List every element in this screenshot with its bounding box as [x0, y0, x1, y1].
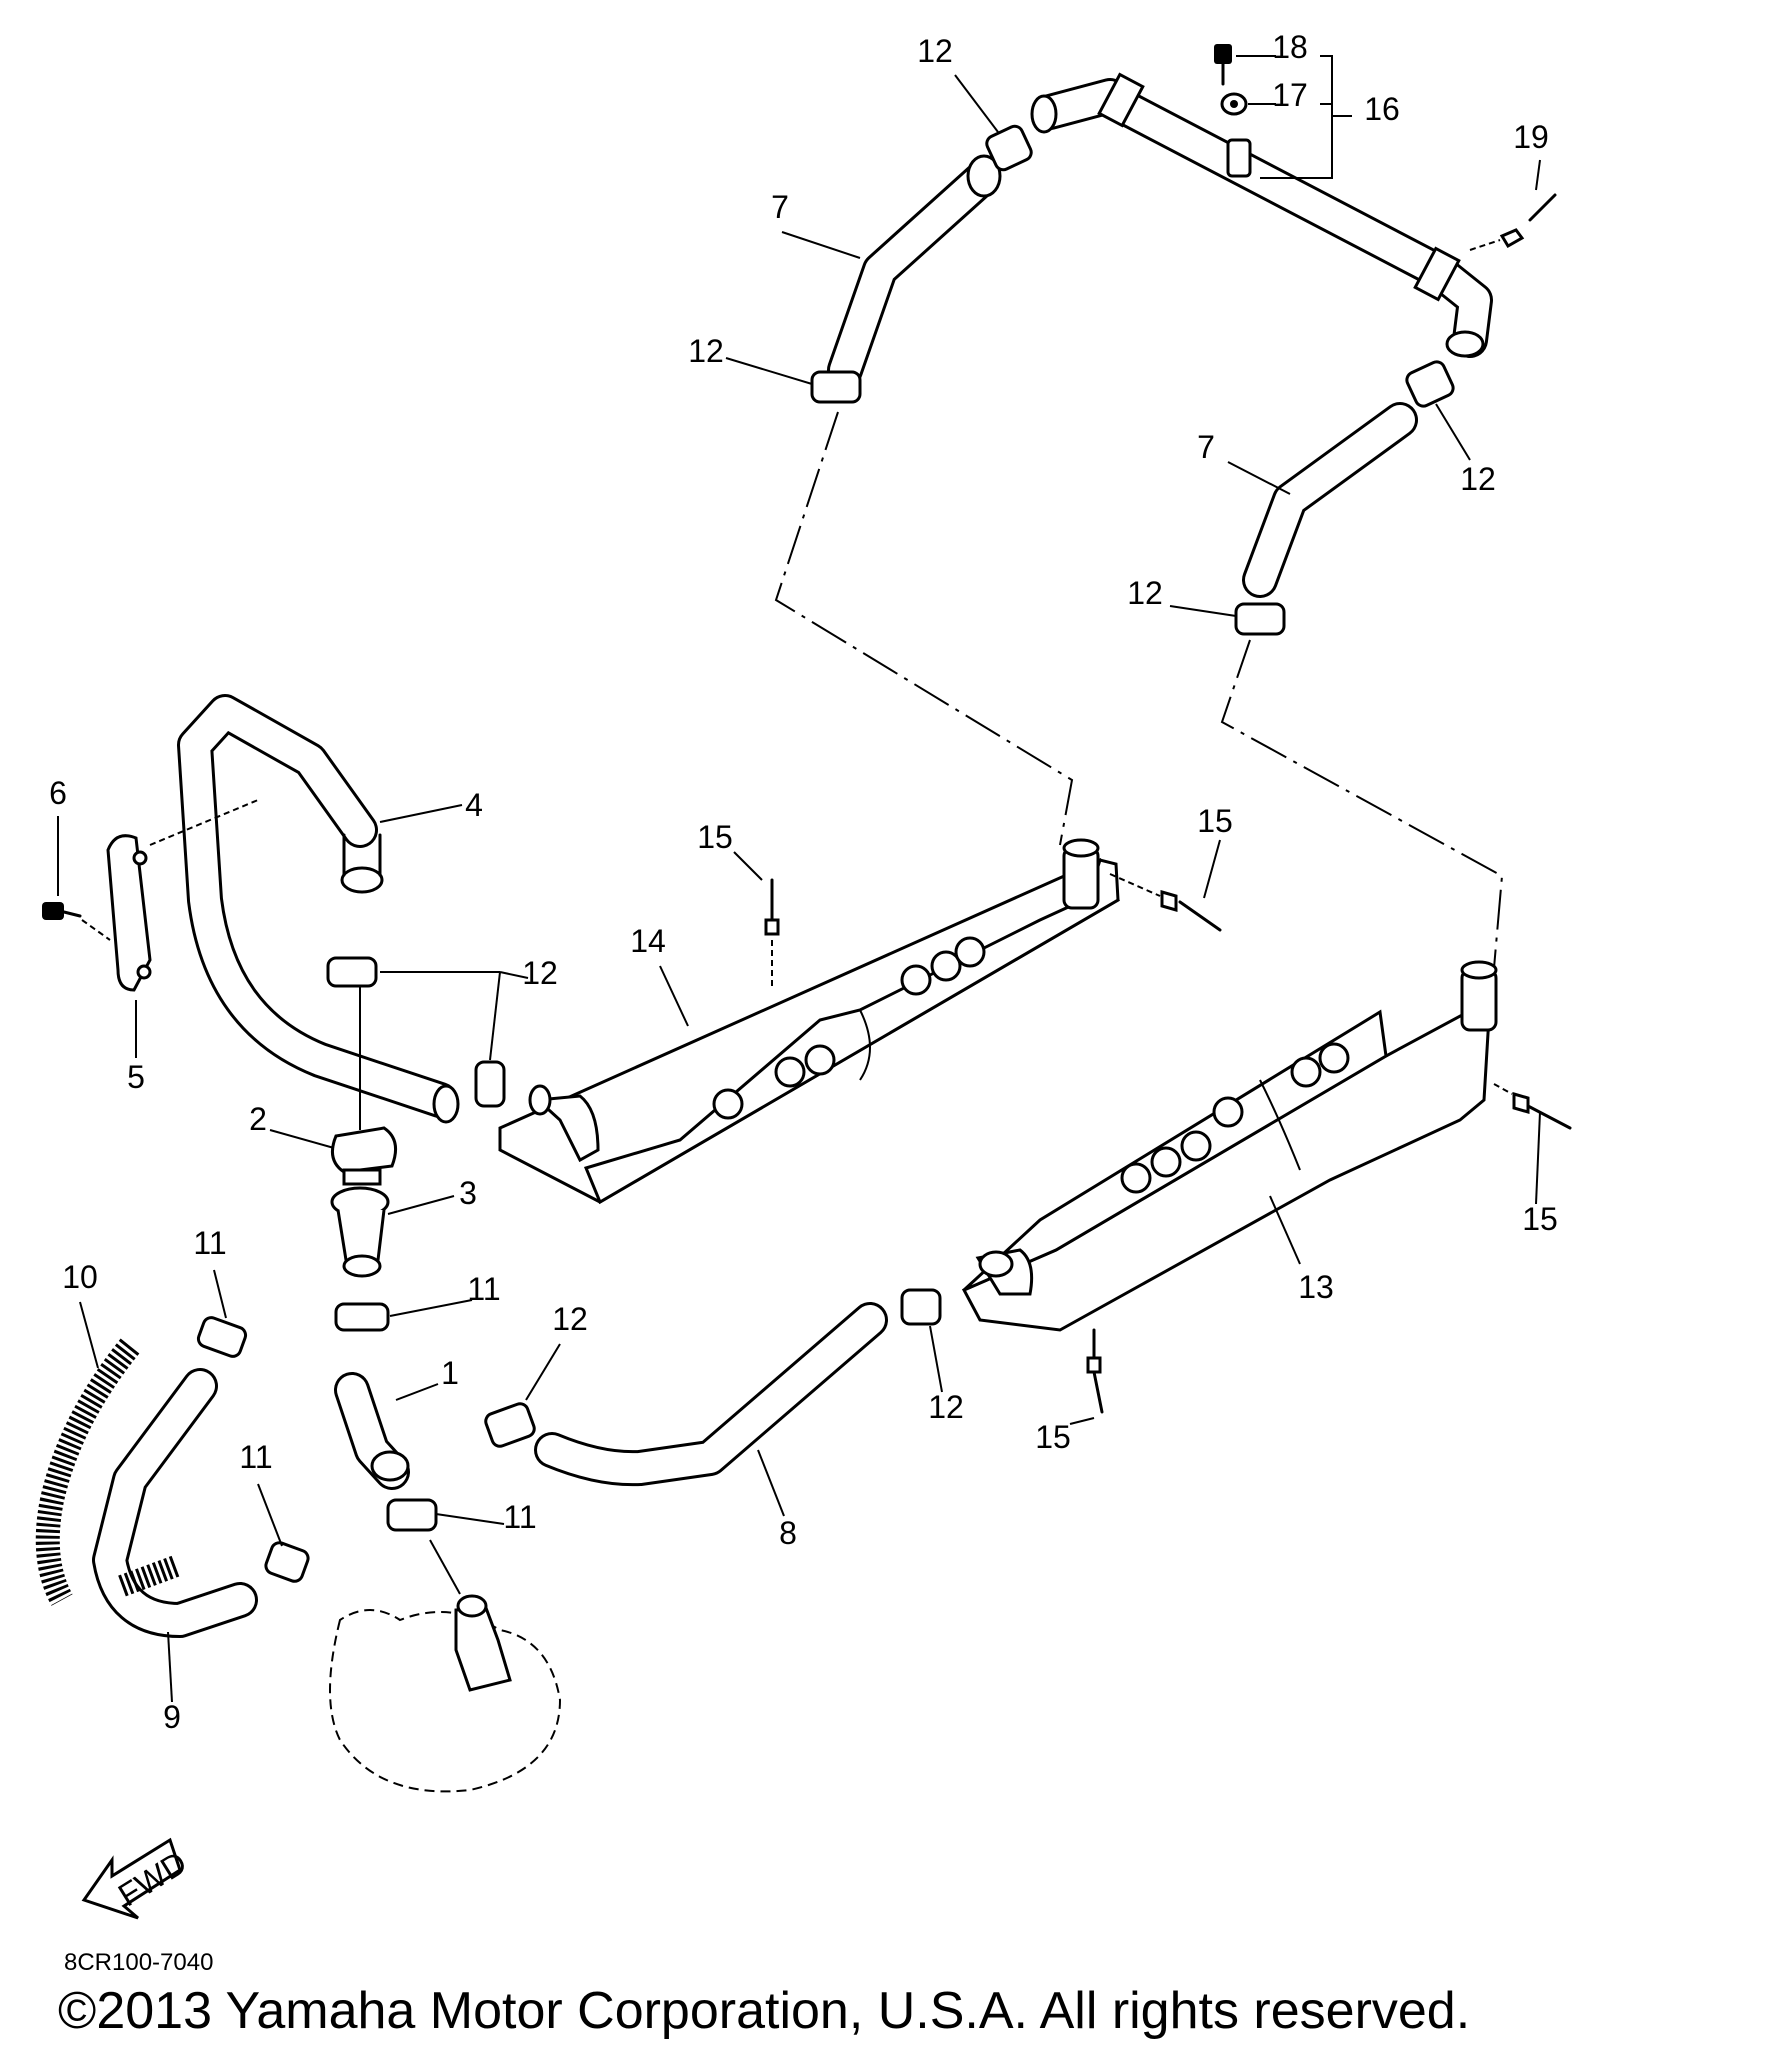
clamp-12-right-top — [1405, 360, 1471, 461]
callout-8: 8 — [779, 1515, 797, 1551]
bolt-6 — [42, 816, 111, 941]
guide-line-right — [1220, 639, 1504, 969]
hose-10 — [35, 1301, 140, 1606]
callout-15: 15 — [697, 819, 733, 855]
washer-17 — [1220, 92, 1276, 116]
guide-line-left — [774, 411, 1074, 846]
callout-11: 11 — [239, 1439, 272, 1475]
copyright-notice: ©2013 Yamaha Motor Corporation, U.S.A. A… — [58, 1982, 1470, 2040]
callout-11: 11 — [467, 1271, 500, 1307]
hose-7-right — [1242, 402, 1418, 598]
callout-10: 10 — [62, 1259, 98, 1295]
fwd-arrow: FWD — [81, 1837, 193, 1920]
radiator-cap-2 — [269, 985, 398, 1186]
callout-15: 15 — [1035, 1419, 1071, 1455]
heat-exchanger-14 — [498, 838, 1120, 1205]
clamps-11 — [196, 1269, 505, 1583]
callout-1: 1 — [441, 1355, 459, 1391]
callout-14: 14 — [630, 923, 666, 959]
callout-2: 2 — [249, 1101, 267, 1137]
callout-16: 16 — [1364, 91, 1400, 127]
rivets-15-lower — [1069, 1083, 1572, 1425]
callout-12: 12 — [552, 1301, 588, 1337]
callout-5: 5 — [127, 1059, 145, 1095]
clamp-12-near-13 — [900, 1288, 943, 1393]
heat-exchanger-13 — [961, 960, 1498, 1332]
callout-18: 18 — [1272, 29, 1308, 65]
crossover-pipe — [1030, 72, 1493, 358]
rivets-15-upper — [733, 839, 1222, 990]
clamps-12-mid — [326, 956, 529, 1108]
hose-9 — [92, 1368, 258, 1703]
hose-4 — [177, 694, 463, 1124]
callout-12: 12 — [1127, 575, 1163, 611]
callout-11: 11 — [503, 1499, 536, 1535]
clamp-12-left-bottom — [725, 357, 862, 404]
bracket-5 — [106, 799, 259, 1058]
hose-8 — [534, 1302, 888, 1517]
clamp-12-top — [954, 74, 1033, 172]
clamp-12-right-bottom — [1169, 602, 1286, 636]
callout-12: 12 — [928, 1389, 964, 1425]
callout-12: 12 — [522, 955, 558, 991]
bolt-18 — [1214, 44, 1276, 86]
rivet-19 — [1469, 159, 1557, 251]
callout-3: 3 — [459, 1175, 477, 1211]
callout-7: 7 — [1197, 429, 1215, 465]
callout-9: 9 — [163, 1699, 181, 1735]
bracket-16-leader — [1260, 55, 1352, 179]
callout-19: 19 — [1513, 119, 1549, 155]
hose-7-left — [827, 154, 1002, 388]
callout-12: 12 — [688, 333, 724, 369]
callout-17: 17 — [1272, 77, 1308, 113]
callout-7: 7 — [771, 189, 789, 225]
filler-neck-3 — [330, 1186, 455, 1278]
callout-12: 12 — [1460, 461, 1496, 497]
callout-12: 12 — [917, 33, 953, 69]
hose-1 — [334, 1372, 439, 1490]
callout-11: 11 — [193, 1225, 226, 1261]
callout-6: 6 — [49, 775, 67, 811]
callout-4: 4 — [465, 787, 483, 823]
water-pump — [329, 1539, 562, 1793]
callout-13: 13 — [1298, 1269, 1334, 1305]
callout-15: 15 — [1522, 1201, 1558, 1237]
callout-15: 15 — [1197, 803, 1233, 839]
clamp-12-lower — [484, 1343, 561, 1448]
diagram-code: 8CR100-7040 — [64, 1949, 213, 1976]
